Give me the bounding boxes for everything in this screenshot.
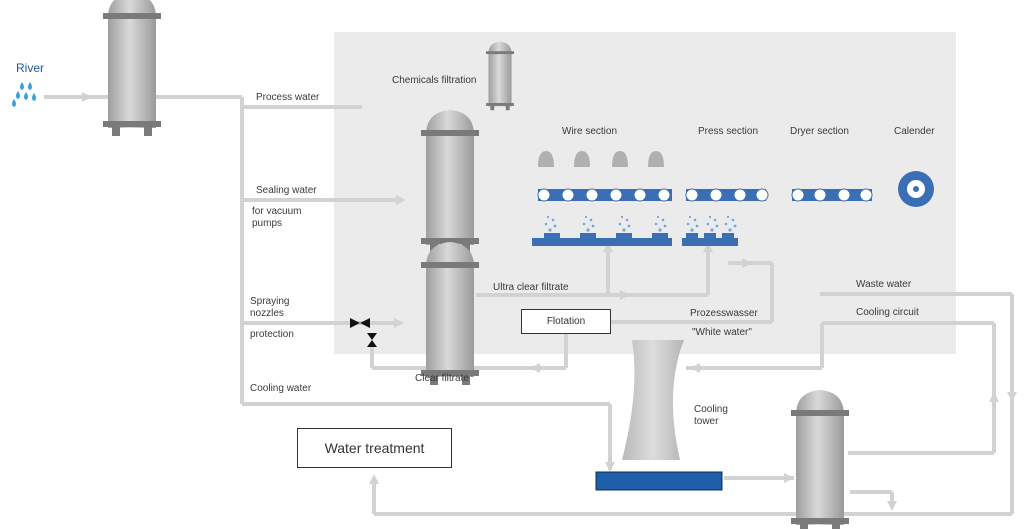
press-section-trays — [682, 233, 738, 246]
flotation-box: Flotation — [521, 309, 611, 334]
spraying-water-tank — [421, 242, 479, 385]
pipes — [44, 95, 1014, 516]
cooling-basin — [595, 471, 723, 491]
cooling-circuit-label: Cooling circuit — [856, 307, 919, 318]
wire-section-trays — [532, 233, 672, 246]
calender-roll — [898, 171, 934, 207]
river-label: River — [16, 61, 45, 75]
press-section-rollers — [685, 188, 769, 202]
waste-water-label: Waste water — [856, 279, 912, 290]
cooling-tower — [622, 340, 684, 460]
chemicals-filtration-tank — [486, 41, 514, 111]
water-drops-icon — [12, 82, 36, 107]
chemicals-filtration-label: Chemicals filtration — [392, 75, 477, 86]
cooling-circuit-tank — [791, 390, 849, 529]
prozesswasser-label: Prozesswasser — [690, 308, 758, 319]
ultra-clear-filtrate-label: Ultra clear filtrate — [493, 282, 569, 293]
wire-section-rollers — [537, 188, 672, 202]
press-section-label: Press section — [698, 126, 759, 137]
cooling-tower-label: Cooling tower — [694, 404, 728, 427]
river-intake-tank — [103, 0, 161, 136]
white-water-label: "White water" — [692, 327, 752, 338]
valve-icon — [350, 318, 377, 347]
wire-section-label: Wire section — [562, 126, 618, 137]
vacuum-pumps-label: for vacuum pumps — [252, 206, 302, 229]
wire-section-hoods — [538, 151, 664, 167]
calender-label: Calender — [894, 126, 935, 137]
water-treatment-box: Water treatment — [297, 428, 452, 468]
sealing-water-tank — [421, 110, 479, 253]
sealing-water-label: Sealing water — [256, 185, 317, 196]
flow-arrows — [82, 92, 1017, 511]
spraying-nozzles-label: Spraying nozzles — [250, 296, 290, 319]
dryer-section-label: Dryer section — [790, 126, 849, 137]
dryer-section-rollers — [791, 188, 873, 202]
protection-label: protection — [250, 329, 294, 340]
cooling-water-label: Cooling water — [250, 383, 312, 394]
clear-filtrate-label: Clear filtrate — [415, 373, 469, 384]
process-water-label: Process water — [256, 92, 320, 103]
